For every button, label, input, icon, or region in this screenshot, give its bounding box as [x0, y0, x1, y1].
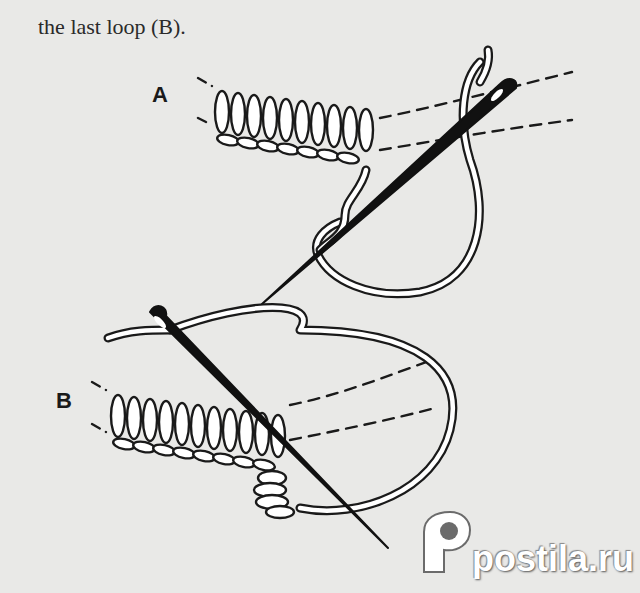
figure-label: B	[56, 388, 72, 414]
stitch-row	[111, 395, 285, 457]
stitch-row	[215, 91, 373, 151]
watermark: postila.ru	[472, 538, 634, 580]
guide-line	[290, 408, 435, 440]
guide-line	[198, 118, 212, 125]
thread	[108, 330, 170, 338]
caption-text: the last loop (B).	[38, 14, 186, 40]
guide-line	[380, 120, 572, 150]
knot	[254, 471, 294, 518]
stitch-chain	[216, 133, 360, 165]
guide-line	[92, 424, 106, 432]
thread	[480, 50, 489, 82]
stitch-chain	[112, 437, 276, 472]
needle	[150, 306, 388, 548]
guide-line	[198, 78, 212, 86]
thread-twist	[320, 170, 366, 250]
thread-twist	[320, 170, 366, 250]
guide-line	[92, 382, 106, 390]
figure-label: A	[152, 82, 168, 108]
needle	[262, 79, 516, 304]
guide-line	[290, 360, 432, 405]
watermark-logo	[424, 512, 470, 572]
thread	[170, 308, 453, 511]
